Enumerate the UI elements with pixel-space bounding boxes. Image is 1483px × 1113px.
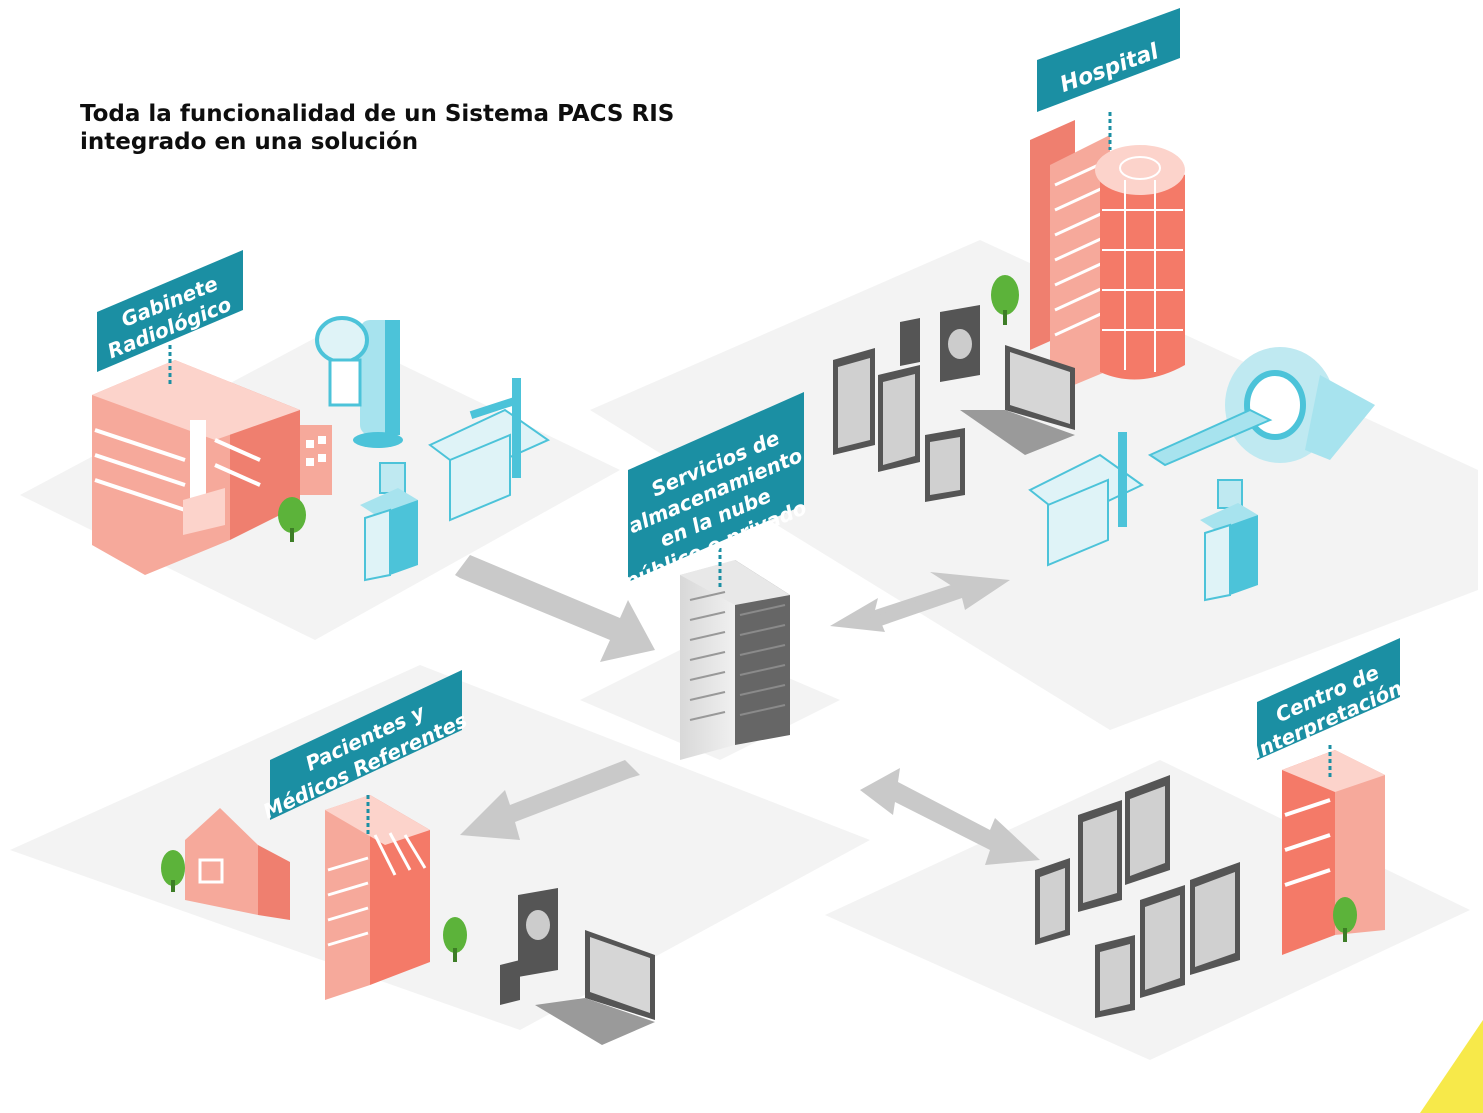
arrow-server-hospital-right	[870, 572, 1010, 628]
xray-table-icon	[428, 378, 551, 522]
clinic-building	[92, 360, 332, 575]
platform-hospital	[590, 240, 1478, 730]
hospital-building	[1030, 120, 1185, 395]
ct-scanner-icon	[1147, 347, 1375, 467]
page-title-line2: integrado en una solución	[80, 129, 419, 155]
tree-icon	[161, 850, 185, 892]
platform-pacientes	[10, 665, 870, 1030]
laptop-icon	[535, 930, 655, 1045]
corner-accent-shape	[1420, 1020, 1483, 1113]
mammography-unit-icon	[315, 316, 403, 448]
server-rack-icon	[680, 560, 790, 760]
interpretation-center-building	[1282, 750, 1385, 955]
laptop-icon	[960, 345, 1075, 455]
ultrasound-cart-icon	[360, 462, 418, 582]
monitor-icon	[1035, 775, 1240, 1018]
tablet-icon	[500, 888, 558, 1005]
page-title-line1: Toda la funcionalidad de un Sistema PACS…	[80, 101, 675, 127]
house-icon	[185, 808, 290, 920]
page-title: Toda la funcionalidad de un Sistema PACS…	[80, 100, 740, 156]
office-building	[325, 795, 430, 1000]
arrow-server-to-pacientes	[460, 760, 640, 840]
xray-table-icon	[1028, 432, 1144, 567]
arrow-server-hospital-left	[830, 582, 965, 632]
tablet-icon	[900, 305, 980, 382]
tree-icon	[443, 917, 467, 962]
ultrasound-cart-icon	[1200, 479, 1258, 602]
arrow-gabinete-to-server	[455, 555, 655, 662]
tree-icon	[1333, 897, 1357, 942]
tree-icon	[278, 497, 306, 542]
tree-icon	[991, 275, 1019, 325]
arrow-server-centro	[860, 768, 1040, 865]
monitor-icon	[833, 348, 965, 502]
